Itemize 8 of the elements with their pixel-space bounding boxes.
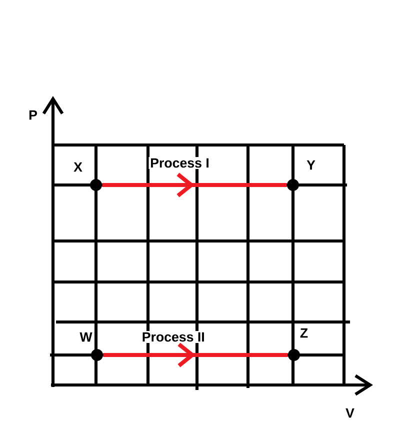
point-label: Y	[306, 160, 316, 170]
point-label: X	[74, 162, 82, 172]
axis-label: P	[29, 110, 37, 120]
point-label: W	[80, 332, 92, 342]
edge-label: Process II	[140, 331, 206, 343]
point-label: Z	[300, 328, 308, 338]
axis-label: V	[346, 408, 354, 418]
edge-label: Process I	[148, 157, 211, 169]
